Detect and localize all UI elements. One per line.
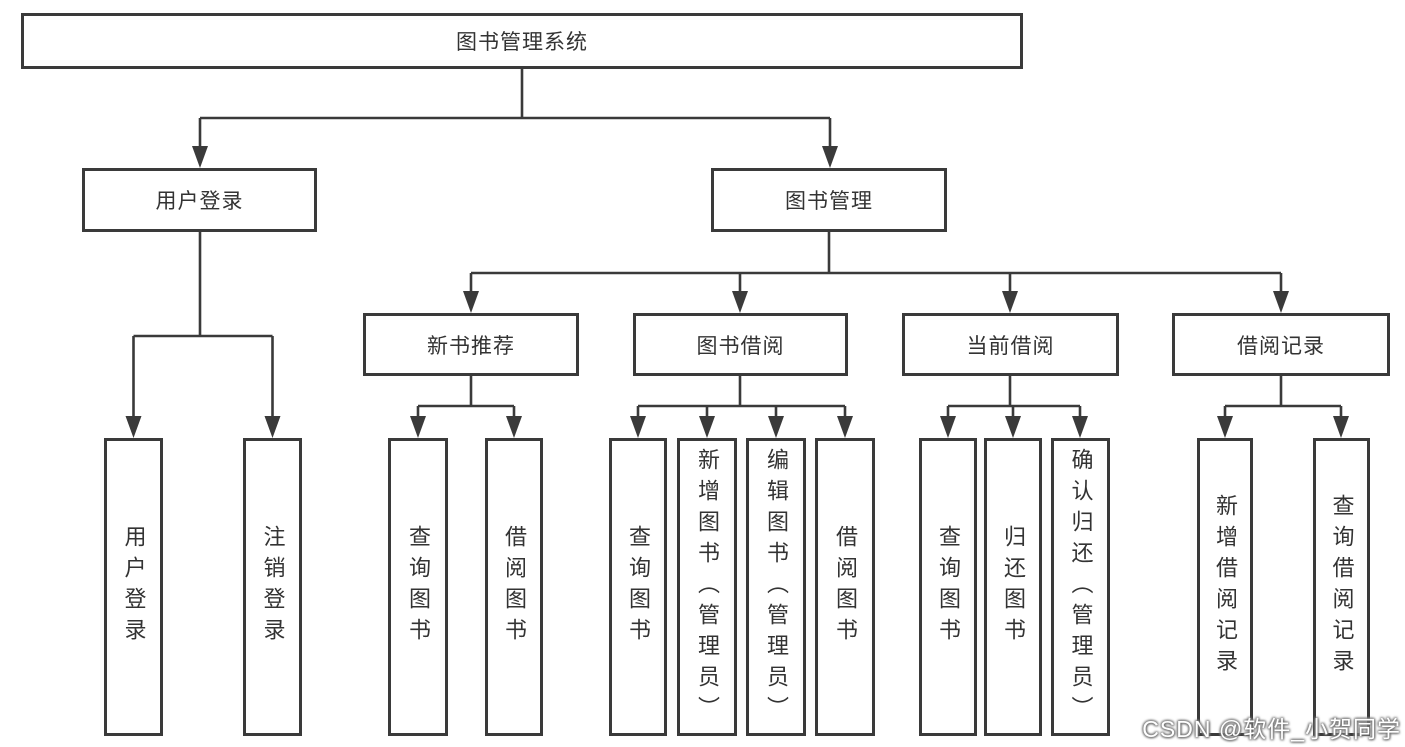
node-new-book-recommendation: 新书推荐 [363, 313, 579, 376]
connector-borrow-records-to-leaves [1217, 376, 1349, 438]
node-label: 注销登录 [260, 525, 286, 649]
leaf-return-books: 归还图书 [984, 438, 1042, 736]
leaf-borrow-books-recommend: 借阅图书 [485, 438, 543, 736]
node-label: 图书管理 [785, 190, 873, 213]
node-label: 借阅图书 [833, 525, 858, 649]
node-label: 当前借阅 [966, 334, 1055, 358]
leaf-confirm-return-admin: 确认归还（管理员） [1051, 438, 1110, 736]
node-label: 查询借阅记录 [1329, 494, 1355, 680]
arrowhead [822, 146, 838, 168]
node-book-management: 图书管理 [711, 168, 947, 232]
node-label: 查询图书 [936, 525, 961, 649]
node-label: 确认归还（管理员） [1068, 447, 1094, 727]
leaf-edit-books-admin: 编辑图书（管理员） [746, 438, 806, 736]
arrowhead [732, 291, 748, 313]
node-label: 新书推荐 [427, 334, 515, 358]
node-label: 编辑图书（管理员） [764, 447, 789, 727]
leaf-logout: 注销登录 [243, 438, 302, 736]
leaf-add-borrow-record: 新增借阅记录 [1197, 438, 1253, 736]
node-label: 借阅图书 [502, 525, 527, 649]
node-label: 归还图书 [1001, 525, 1026, 649]
arrowhead [1333, 416, 1349, 438]
leaf-query-books-borrow: 查询图书 [609, 438, 667, 736]
connector-book-borrow-to-leaves [630, 376, 853, 438]
arrowhead [1072, 416, 1088, 438]
node-label: 图书管理系统 [456, 31, 588, 54]
node-label: 新增图书（管理员） [695, 447, 720, 727]
leaf-query-books-recommend: 查询图书 [388, 438, 448, 736]
connector-new-book-rec-to-leaves [410, 376, 522, 438]
node-label: 借阅记录 [1237, 334, 1325, 358]
node-label: 用户登录 [155, 190, 244, 213]
node-label: 图书借阅 [696, 334, 785, 358]
leaf-borrow-books: 借阅图书 [815, 438, 875, 736]
watermark: CSDN @软件_小贺同学 [1142, 716, 1401, 742]
connector-root-to-level2 [192, 67, 838, 168]
leaf-query-books-current: 查询图书 [919, 438, 977, 736]
connector-book-management-to-level3 [463, 232, 1289, 313]
node-current-borrowing: 当前借阅 [902, 313, 1119, 376]
node-label: 查询图书 [406, 525, 431, 649]
node-book-borrowing: 图书借阅 [633, 313, 848, 376]
arrowhead [630, 416, 646, 438]
connector-user-login-to-leaves [125, 232, 281, 438]
arrowhead [264, 416, 281, 438]
leaf-query-borrow-record: 查询借阅记录 [1313, 438, 1370, 736]
node-label: 新增借阅记录 [1213, 494, 1238, 680]
connector-current-borrow-to-leaves [940, 376, 1088, 438]
arrowhead [837, 416, 853, 438]
leaf-user-login: 用户登录 [104, 438, 163, 736]
node-library-management-system: 图书管理系统 [21, 13, 1023, 69]
arrowhead [410, 416, 426, 438]
arrowhead [1273, 291, 1289, 313]
arrowhead [506, 416, 522, 438]
arrowhead [192, 146, 208, 168]
node-user-login: 用户登录 [82, 168, 317, 232]
arrowhead [699, 416, 715, 438]
arrowhead [125, 416, 142, 438]
arrowhead [1002, 291, 1018, 313]
arrowhead [768, 416, 784, 438]
leaf-add-books-admin: 新增图书（管理员） [677, 438, 737, 736]
node-borrowing-records: 借阅记录 [1172, 313, 1390, 376]
arrowhead [1005, 416, 1021, 438]
arrowhead [1217, 416, 1233, 438]
arrowhead [463, 291, 479, 313]
node-label: 查询图书 [626, 525, 651, 649]
node-label: 用户登录 [121, 525, 147, 649]
arrowhead [940, 416, 956, 438]
